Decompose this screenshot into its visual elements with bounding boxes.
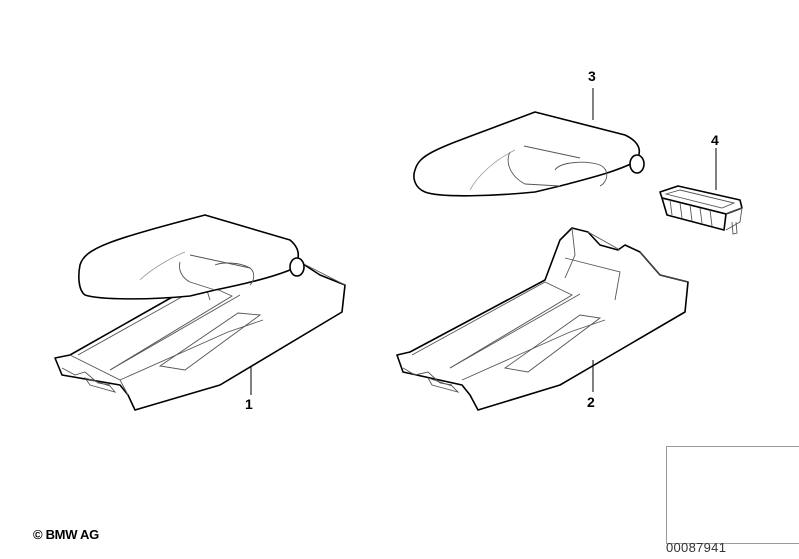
part-2-console-base[interactable] <box>396 227 689 411</box>
vehicle-thumbnail-frame <box>666 446 799 544</box>
callout-label-2[interactable]: 2 <box>587 394 595 410</box>
part-1-console-with-armrest[interactable] <box>54 214 346 411</box>
copyright-notice: © BMW AG <box>33 527 99 542</box>
callout-label-1[interactable]: 1 <box>245 396 253 412</box>
callout-label-3[interactable]: 3 <box>588 68 596 84</box>
part-4-storage-tray[interactable] <box>659 185 743 235</box>
document-number: 00087941 <box>666 540 727 555</box>
part-3-armrest-cover[interactable] <box>413 111 645 197</box>
callout-label-4[interactable]: 4 <box>711 132 719 148</box>
